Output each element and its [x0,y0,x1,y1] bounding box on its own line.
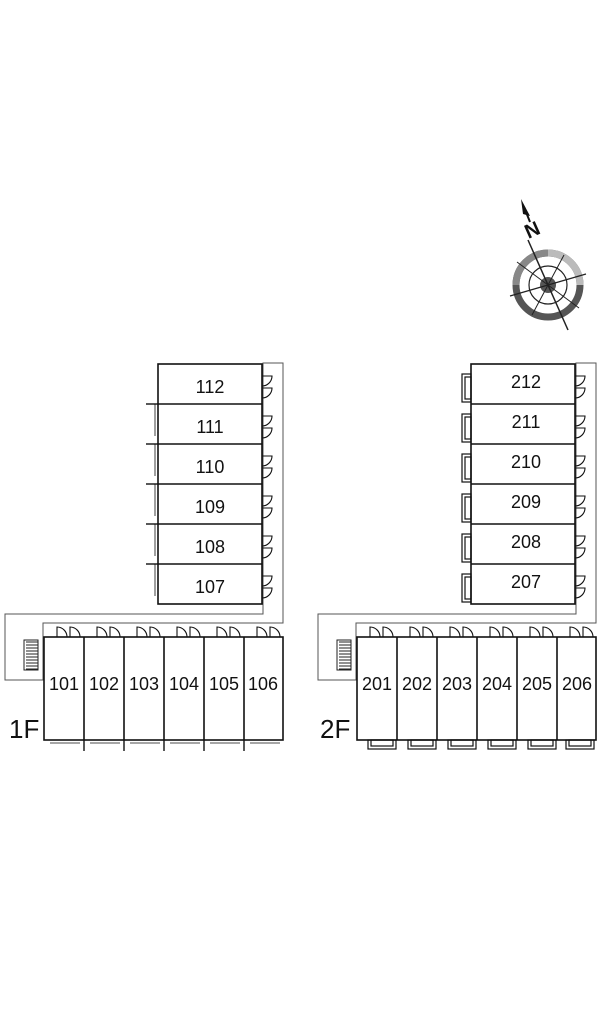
floor-2f: 212 211 210 209 208 207 [317,362,597,750]
north-compass-icon: N [509,199,587,331]
room-110-label: 110 [196,457,225,477]
room-106-label: 106 [248,674,278,694]
room-105-label: 105 [209,674,239,694]
floor-2f-label: 2F [320,714,350,744]
room-109-label: 109 [195,497,225,517]
bottom-room-row-2f: 201 202 203 204 205 206 [356,626,597,750]
bottom-balconies-2f [367,739,595,750]
side-door-icons-1f [261,375,273,599]
room-112-label: 112 [196,377,225,397]
room-104-label: 104 [169,674,199,694]
corridor-1f [4,362,284,681]
room-103-label: 103 [129,674,159,694]
room-202-label: 202 [402,674,432,694]
floor-1f-label: 1F [9,714,39,744]
room-207-label: 207 [511,572,541,592]
room-204-label: 204 [482,674,512,694]
room-206-label: 206 [562,674,592,694]
stair-icon [23,639,39,671]
floor-1f: 112 111 110 109 108 107 [4,362,284,751]
bottom-room-row-1f: 101 102 103 104 105 106 [43,626,284,751]
room-107-label: 107 [195,577,225,597]
room-201-label: 201 [362,674,392,694]
north-arrow-icon [521,199,530,216]
room-211-label: 211 [512,412,541,432]
side-balconies-2f [461,373,472,603]
compass-north-letter: N [521,218,543,244]
side-room-stack-1f: 112 111 110 109 108 107 [146,363,273,605]
stair-icon [336,639,352,671]
room-203-label: 203 [442,674,472,694]
room-210-label: 210 [511,452,541,472]
room-208-label: 208 [511,532,541,552]
bottom-door-icons-1f [56,626,281,638]
bottom-door-icons-2f [369,626,594,638]
side-room-stack-2f: 212 211 210 209 208 207 [461,363,586,605]
room-205-label: 205 [522,674,552,694]
room-111-label: 111 [196,417,223,437]
side-door-icons-2f [574,375,586,599]
side-room-dividers [158,403,262,565]
corridor-2f [317,362,597,681]
room-209-label: 209 [511,492,541,512]
room-101-label: 101 [49,674,79,694]
room-102-label: 102 [89,674,119,694]
room-212-label: 212 [511,372,541,392]
room-108-label: 108 [195,537,225,557]
